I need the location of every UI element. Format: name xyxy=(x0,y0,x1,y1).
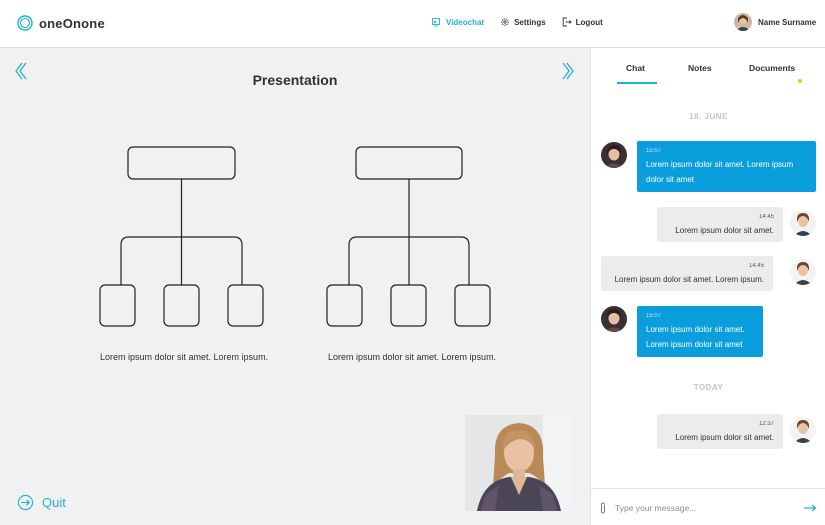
send-arrow-icon[interactable] xyxy=(803,503,817,513)
quit-label: Quit xyxy=(42,495,66,510)
main-nav: Videochat Settings Logout xyxy=(432,17,603,27)
nav-logout[interactable]: Logout xyxy=(562,17,603,27)
active-tab-indicator xyxy=(617,82,657,84)
logo[interactable]: oneOnone xyxy=(17,15,105,31)
contact-avatar xyxy=(601,142,627,168)
presentation-title: Presentation xyxy=(252,72,338,88)
paperclip-icon[interactable] xyxy=(599,502,607,514)
nav-videochat-label: Videochat xyxy=(446,17,485,27)
chat-message[interactable]: 15:07 Lorem ipsum dolor sit amet. Lorem … xyxy=(637,141,816,192)
next-slide-icon[interactable] xyxy=(561,62,575,80)
chat-message[interactable]: 14:45 Lorem ipsum dolor sit amet. xyxy=(657,207,783,242)
user-avatar xyxy=(790,210,816,236)
tab-documents[interactable]: Documents xyxy=(749,63,796,73)
chat-panel: Chat Notes Documents 18. JUNE 15:07 Lore… xyxy=(590,48,825,525)
nav-settings-label: Settings xyxy=(514,17,546,27)
user-avatar xyxy=(790,417,816,443)
message-time: 15:07 xyxy=(646,313,662,319)
message-time: 14:45 xyxy=(758,214,774,220)
top-bar: oneOnone Videochat Settings Logout Name … xyxy=(0,0,825,48)
nav-videochat[interactable]: Videochat xyxy=(432,17,484,27)
message-input[interactable] xyxy=(615,500,795,516)
date-separator: 18. JUNE xyxy=(689,112,728,121)
date-separator: TODAY xyxy=(693,383,724,392)
diagram-caption: Lorem ipsum dolor sit amet. Lorem ipsum. xyxy=(100,352,269,362)
org-chart-diagram xyxy=(99,146,264,327)
message-text: Lorem ipsum dolor sit amet. xyxy=(675,226,774,235)
message-text: Lorem ipsum dolor sit amet. Lorem ipsum … xyxy=(646,325,745,349)
logo-text: oneOnone xyxy=(39,15,105,31)
message-text: Lorem ipsum dolor sit amet. Lorem ipsum. xyxy=(614,275,764,284)
logo-icon xyxy=(17,15,33,31)
chat-message[interactable]: 14:45 Lorem ipsum dolor sit amet. Lorem … xyxy=(601,256,773,291)
message-text: Lorem ipsum dolor sit amet. xyxy=(675,433,774,442)
quit-icon xyxy=(17,494,34,511)
user-avatar xyxy=(790,259,816,285)
chat-message[interactable]: 15:07 Lorem ipsum dolor sit amet. Lorem … xyxy=(637,306,763,357)
user-avatar xyxy=(734,13,752,31)
user-name: Name Surname xyxy=(758,17,817,27)
user-menu[interactable]: Name Surname xyxy=(734,13,816,31)
contact-avatar xyxy=(601,306,627,332)
self-video-preview[interactable] xyxy=(465,415,573,511)
previous-slide-icon[interactable] xyxy=(14,62,28,80)
logout-icon xyxy=(562,17,572,27)
message-text: Lorem ipsum dolor sit amet. Lorem ipsum … xyxy=(646,160,794,184)
message-time: 14:45 xyxy=(748,263,764,269)
quit-button[interactable]: Quit xyxy=(17,494,66,511)
presentation-area: Presentation Lorem ipsum dolor sit amet.… xyxy=(0,48,590,525)
diagram-caption: Lorem ipsum dolor sit amet. Lorem ipsum. xyxy=(328,352,497,362)
tab-notes[interactable]: Notes xyxy=(688,63,712,73)
nav-logout-label: Logout xyxy=(575,17,603,27)
message-time: 12:37 xyxy=(758,421,774,427)
chat-message[interactable]: 12:37 Lorem ipsum dolor sit amet. xyxy=(657,414,783,449)
org-chart-diagram xyxy=(326,146,491,327)
video-icon xyxy=(432,18,440,27)
message-composer xyxy=(591,488,825,525)
message-time: 15:07 xyxy=(646,148,662,154)
nav-settings[interactable]: Settings xyxy=(500,17,546,27)
gear-icon xyxy=(501,18,509,26)
chat-tabs: Chat Notes Documents xyxy=(591,63,825,85)
notification-dot xyxy=(798,79,802,83)
tab-chat[interactable]: Chat xyxy=(626,63,645,73)
